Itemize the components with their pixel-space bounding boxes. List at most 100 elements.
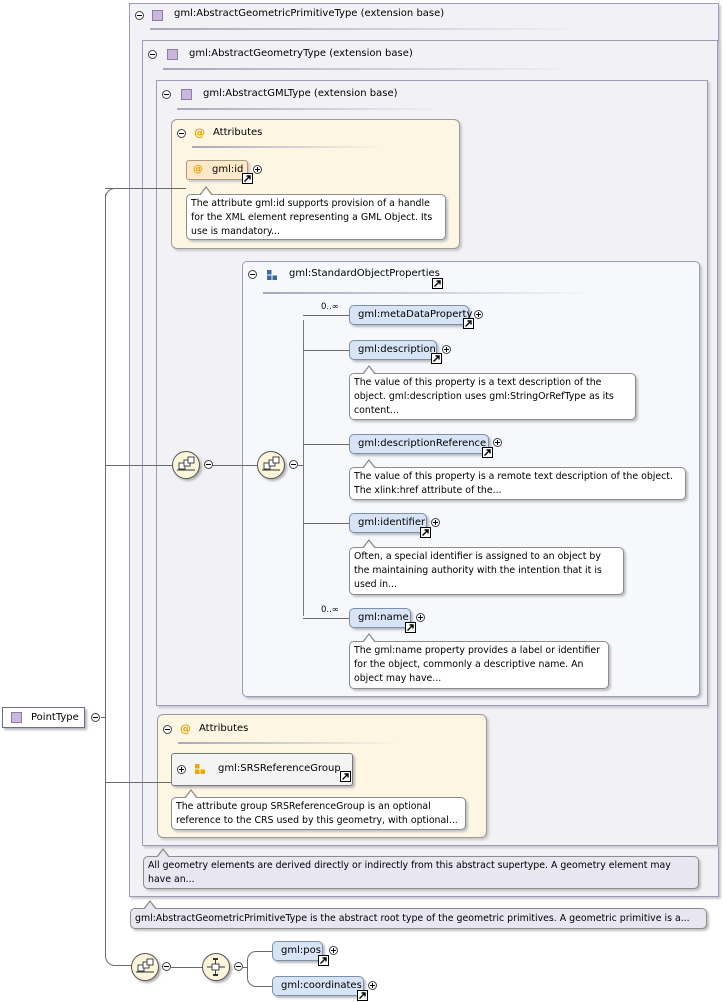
attribute-name: gml:id (212, 164, 244, 175)
extension-title: gml:AbstractGeometryType (extension base… (189, 48, 413, 59)
header-divider (192, 146, 382, 148)
attribute-documentation: The attribute gml:id supports provision … (186, 186, 446, 240)
expand-icon[interactable] (253, 165, 262, 174)
attributes-title: Attributes (199, 723, 249, 734)
element-name: gml:coordinates (281, 980, 362, 991)
connector-line (101, 717, 106, 718)
external-link-icon[interactable] (431, 353, 442, 364)
collapse-icon[interactable] (162, 962, 171, 971)
sequence-compositor-icon[interactable] (172, 451, 200, 479)
attribute-gml-id[interactable]: @ gml:id (186, 160, 248, 180)
attribute-icon: @ (193, 164, 203, 175)
external-link-icon[interactable] (340, 771, 351, 782)
group-icon (267, 270, 277, 280)
connector-line (213, 465, 257, 466)
element-name: gml:descriptionReference (358, 438, 487, 449)
root-type-name: PointType (31, 712, 79, 723)
element-name: gml:identifier (358, 517, 426, 528)
complex-type-icon (167, 49, 178, 60)
element-gml-pos[interactable]: gml:pos (272, 941, 323, 961)
collapse-icon[interactable] (162, 90, 171, 99)
expand-icon[interactable] (416, 613, 425, 622)
attribute-group-documentation: The attribute group SRSReferenceGroup is… (171, 789, 466, 830)
attribute-icon: @ (180, 722, 191, 735)
extension-title: gml:AbstractGMLType (extension base) (203, 88, 398, 99)
complex-type-icon (181, 89, 192, 100)
connector-line (247, 967, 272, 987)
header-divider (177, 108, 447, 110)
extension-documentation: All geometry elements are derived direct… (143, 848, 699, 889)
collapse-icon[interactable] (248, 270, 257, 279)
group-title: gml:StandardObjectProperties (289, 268, 440, 279)
external-link-icon[interactable] (482, 447, 493, 458)
collapse-icon[interactable] (289, 460, 298, 469)
extension-documentation: gml:AbstractGeometricPrimitiveType is th… (130, 900, 707, 929)
extension-title: gml:AbstractGeometricPrimitiveType (exte… (174, 8, 445, 19)
element-name: gml:name (358, 612, 409, 623)
connector-line (171, 967, 202, 968)
header-divider (163, 68, 583, 70)
connector-line (247, 951, 272, 968)
element-name: gml:description (358, 344, 436, 355)
connector-line (105, 782, 171, 783)
element-gml-name[interactable]: gml:name (349, 608, 411, 628)
connector-line (105, 465, 173, 466)
collapse-icon[interactable] (177, 129, 186, 138)
complex-type-icon (11, 712, 22, 723)
collapse-icon[interactable] (91, 713, 100, 722)
external-link-icon[interactable] (405, 622, 416, 633)
collapse-icon[interactable] (204, 460, 213, 469)
collapse-icon[interactable] (135, 11, 144, 20)
element-gml-descriptionreference[interactable]: gml:descriptionReference (349, 434, 489, 454)
root-type-pointtype[interactable]: PointType (2, 707, 85, 728)
external-link-icon[interactable] (463, 318, 474, 329)
external-link-icon[interactable] (357, 990, 368, 1001)
expand-icon[interactable] (442, 345, 451, 354)
sequence-compositor-icon[interactable] (131, 953, 159, 981)
connector-line (105, 188, 186, 189)
element-documentation: The gml:name property provides a label o… (349, 633, 609, 689)
collapse-icon[interactable] (234, 962, 243, 971)
expand-icon[interactable] (368, 981, 377, 990)
choice-compositor-icon[interactable] (202, 953, 230, 981)
collapse-icon[interactable] (163, 725, 172, 734)
external-link-icon[interactable] (242, 173, 253, 184)
element-name: gml:metaDataProperty (358, 309, 473, 320)
connector-line (105, 194, 106, 956)
element-gml-description[interactable]: gml:description (349, 340, 437, 360)
expand-icon[interactable] (493, 438, 502, 447)
header-divider (150, 28, 590, 30)
element-documentation: Often, a special identifier is assigned … (349, 539, 624, 595)
connector-line (303, 350, 349, 351)
expand-icon[interactable] (329, 946, 338, 955)
element-name: gml:pos (281, 945, 321, 956)
element-gml-coordinates[interactable]: gml:coordinates (272, 976, 364, 996)
collapse-icon[interactable] (148, 50, 157, 59)
attribute-group-name: gml:SRSReferenceGroup (218, 763, 341, 774)
attribute-group-icon (195, 764, 205, 774)
cardinality-label: 0..∞ (321, 605, 339, 615)
connector-line (303, 320, 304, 616)
connector-line (105, 952, 132, 966)
external-link-icon[interactable] (318, 955, 329, 966)
element-documentation: The value of this property is a remote t… (349, 459, 686, 500)
header-divider (178, 742, 398, 744)
attributes-title: Attributes (213, 127, 263, 138)
external-link-icon[interactable] (420, 527, 431, 538)
expand-icon[interactable] (177, 765, 186, 774)
element-documentation: The value of this property is a text des… (349, 365, 636, 420)
connector-line (303, 315, 349, 316)
connector-line (105, 188, 119, 202)
connector-line (303, 523, 349, 524)
connector-line (303, 618, 349, 619)
expand-icon[interactable] (431, 518, 440, 527)
external-link-icon[interactable] (432, 278, 443, 289)
attribute-group-srs-reference-group[interactable]: gml:SRSReferenceGroup (171, 753, 353, 786)
element-gml-metadataproperty[interactable]: gml:metaDataProperty (349, 305, 473, 325)
element-gml-identifier[interactable]: gml:identifier (349, 513, 427, 533)
expand-icon[interactable] (474, 310, 483, 319)
connector-line (298, 465, 303, 466)
sequence-compositor-icon[interactable] (257, 451, 285, 479)
connector-line (303, 444, 349, 445)
connector-line (243, 967, 247, 968)
